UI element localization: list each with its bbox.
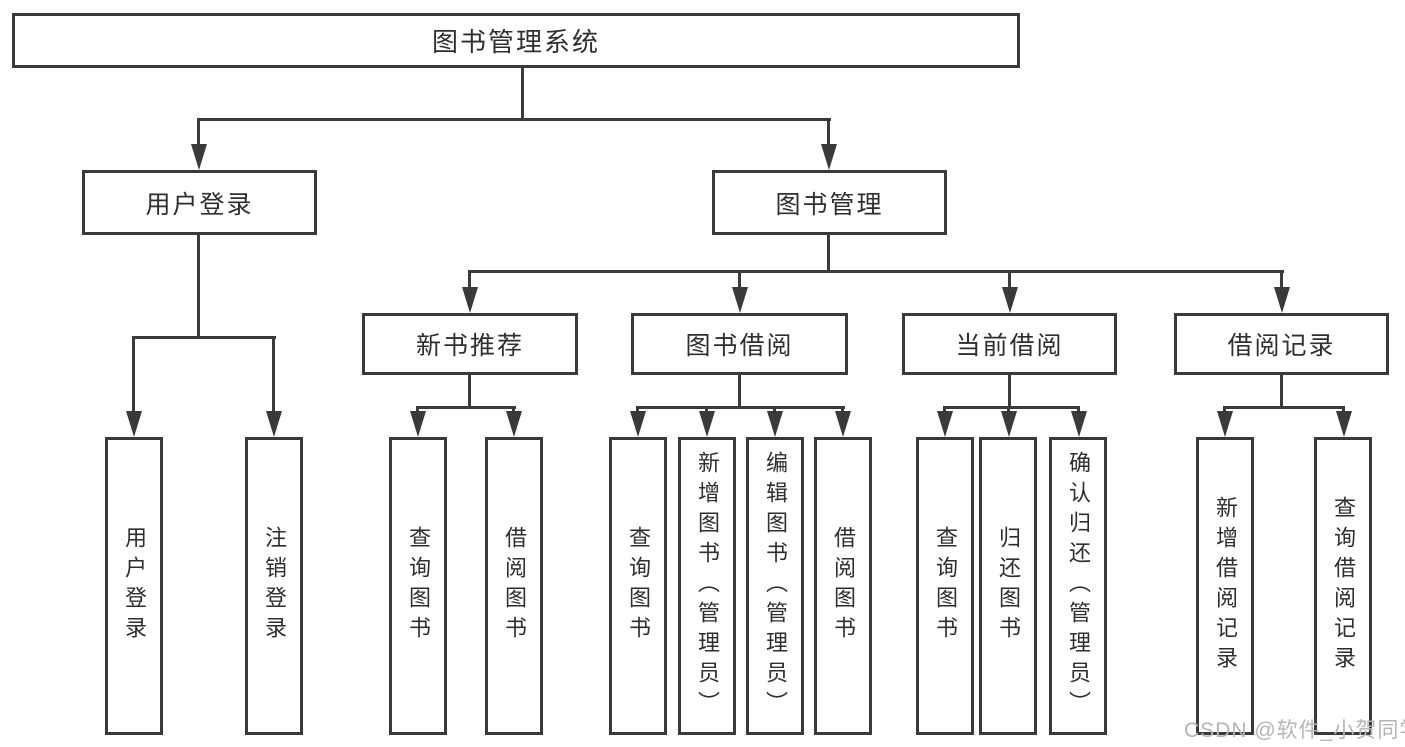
connector-group-drop (468, 270, 471, 292)
arrow-down-icon (732, 287, 748, 313)
connector-group-drop (1280, 270, 1283, 292)
connector-root-stem (521, 68, 524, 120)
connector-leaf-drop (773, 406, 776, 414)
arrow-down-icon (1002, 287, 1018, 313)
arrow-down-icon (506, 411, 522, 437)
connector-group2-bus (943, 406, 1080, 409)
connector-group-drop (738, 270, 741, 292)
connector-group-drop (1008, 270, 1011, 292)
arrow-down-icon (1217, 411, 1233, 437)
connector-leaf-drop (512, 406, 515, 414)
connector-leaf-drop (1077, 406, 1080, 414)
connector-login-bus (132, 336, 276, 339)
arrow-down-icon (1001, 411, 1017, 437)
arrow-down-icon (630, 411, 646, 437)
connector-management-stem (827, 235, 830, 273)
leaf-add-borrow-record: 新增借阅记录 (1196, 437, 1254, 735)
leaf-borrow-books-borrowing: 借阅图书 (814, 437, 872, 735)
arrow-down-icon (1336, 411, 1352, 437)
leaf-return-books: 归还图书 (979, 437, 1037, 735)
connector-leaf-drop (1342, 406, 1345, 414)
node-book-management: 图书管理 (712, 170, 947, 235)
arrow-down-icon (1071, 411, 1087, 437)
connector-login-drop (197, 118, 200, 148)
connector-leaf-drop (272, 336, 275, 414)
arrow-down-icon (410, 411, 426, 437)
connector-leaf-drop (132, 336, 135, 414)
connector-leaf-drop (705, 406, 708, 414)
connector-login-stem (197, 235, 200, 339)
arrow-down-icon (191, 144, 207, 170)
arrow-down-icon (266, 411, 282, 437)
connector-management-drop (827, 118, 830, 148)
connector-group3-stem (1280, 375, 1283, 409)
connector-root-bus (197, 118, 831, 121)
leaf-borrow-books-recommend: 借阅图书 (485, 437, 543, 735)
arrow-down-icon (821, 144, 837, 170)
arrow-down-icon (699, 411, 715, 437)
leaf-user-login: 用户登录 (105, 437, 163, 735)
node-borrowing-records: 借阅记录 (1174, 313, 1389, 375)
connector-group1-stem (738, 375, 741, 409)
leaf-confirm-return-admin: 确认归还（管理员） (1049, 437, 1107, 735)
node-current-borrowing: 当前借阅 (902, 313, 1117, 375)
node-user-login: 用户登录 (82, 170, 317, 235)
connector-group3-bus (1223, 406, 1345, 409)
connector-group2-stem (1008, 375, 1011, 409)
leaf-edit-books-admin: 编辑图书（管理员） (746, 437, 804, 735)
arrow-down-icon (767, 411, 783, 437)
arrow-down-icon (937, 411, 953, 437)
leaf-query-books-borrowing: 查询图书 (609, 437, 667, 735)
connector-leaf-drop (943, 406, 946, 414)
leaf-query-borrow-record: 查询借阅记录 (1314, 437, 1372, 735)
leaf-query-books-recommend: 查询图书 (389, 437, 447, 735)
connector-leaf-drop (841, 406, 844, 414)
node-library-management-system: 图书管理系统 (12, 13, 1020, 68)
arrow-down-icon (1274, 287, 1290, 313)
connector-group0-bus (416, 406, 516, 409)
arrow-down-icon (462, 287, 478, 313)
leaf-add-books-admin: 新增图书（管理员） (678, 437, 736, 735)
connector-group1-bus (636, 406, 845, 409)
arrow-down-icon (126, 411, 142, 437)
node-new-book-recommendation: 新书推荐 (362, 313, 578, 375)
connector-leaf-drop (1007, 406, 1010, 414)
connector-leaf-drop (416, 406, 419, 414)
leaf-logout: 注销登录 (245, 437, 303, 735)
connector-management-bus (468, 270, 1284, 273)
arrow-down-icon (835, 411, 851, 437)
connector-group0-stem (468, 375, 471, 409)
connector-leaf-drop (636, 406, 639, 414)
node-book-borrowing: 图书借阅 (631, 313, 848, 375)
csdn-watermark: CSDN @软件_小贺同学 (1184, 719, 1405, 742)
leaf-query-books-current: 查询图书 (916, 437, 974, 735)
connector-leaf-drop (1223, 406, 1226, 414)
